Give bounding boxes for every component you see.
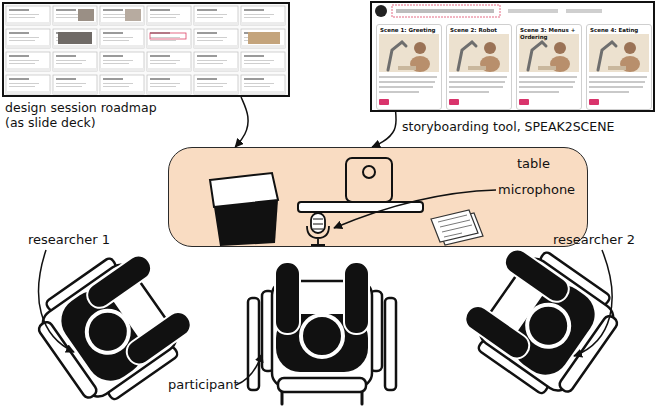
scene-artwork xyxy=(379,34,439,105)
slide-thumbnail xyxy=(241,6,285,25)
slide-thumbnail xyxy=(194,52,238,71)
leader-line xyxy=(39,250,74,352)
leader-line xyxy=(334,190,496,228)
slide-thumbnail xyxy=(53,52,97,71)
node-text: Scene 3: Menus + Ordering xyxy=(520,27,580,40)
storyboard-screenshot: storyboarding tool, SPEAK2SCENEScene 1: … xyxy=(370,1,655,112)
node-text: Scene 2: Robot xyxy=(450,27,510,34)
slide-thumbnail xyxy=(194,75,238,94)
slide-thumbnail xyxy=(241,29,285,48)
slide-photo xyxy=(78,9,94,21)
app-icon xyxy=(375,5,387,17)
paper-sheet xyxy=(431,210,478,242)
node-text: storyboarding tool, SPEAK2SCENE xyxy=(402,119,615,134)
scene-artwork xyxy=(519,34,579,105)
researcher-figure xyxy=(453,234,628,406)
slide-thumbnail xyxy=(241,52,285,71)
slide-thumbnail xyxy=(53,29,97,48)
annotation-label: microphone xyxy=(498,182,575,198)
slide-thumbnail xyxy=(100,29,144,48)
node-text: Scene 4: Eating xyxy=(590,27,650,34)
slide-thumbnail xyxy=(100,52,144,71)
slide-thumbnail xyxy=(6,75,50,94)
wheel xyxy=(385,298,396,390)
scene-card: Scene 2: Robot xyxy=(446,24,512,110)
slide-thumbnail xyxy=(147,52,191,71)
mic-stand xyxy=(307,226,329,245)
slide-highlight xyxy=(150,33,186,39)
scene-card: Scene 1: Greeting xyxy=(376,24,442,110)
tab-text-bar xyxy=(396,9,494,13)
slide-deck-screenshot: design session roadmap (as slide deck) xyxy=(2,2,290,97)
slide-thumbnail xyxy=(100,75,144,94)
tab-text-bar xyxy=(566,9,602,13)
connector-arrow xyxy=(235,97,248,147)
monitor-camera xyxy=(363,166,375,178)
node-text: design session roadmap (as slide deck) xyxy=(5,100,170,130)
node-text: Scene 1: Greeting xyxy=(380,27,440,34)
slide-thumbnail xyxy=(147,29,191,48)
participant-figure xyxy=(262,262,382,392)
annotation-label: participant xyxy=(168,377,239,393)
slide-thumbnail xyxy=(100,6,144,25)
annotation-label: researcher 2 xyxy=(553,232,635,248)
screenshot-backdrop xyxy=(372,3,653,110)
slide-thumbnail xyxy=(147,75,191,94)
scene-artwork xyxy=(589,34,649,105)
mic-grille xyxy=(313,219,323,229)
connector-group xyxy=(235,97,396,147)
tab-text-bar xyxy=(508,9,558,13)
paper-lines xyxy=(438,215,472,237)
node-text: table xyxy=(517,156,550,172)
mic-capsule xyxy=(311,213,325,233)
screenshot-backdrop xyxy=(2,2,290,97)
microphone-icon xyxy=(307,213,329,245)
storyboard-tab xyxy=(392,5,500,17)
slide-thumbnail xyxy=(53,75,97,94)
slide-photo xyxy=(125,9,141,21)
slide-thumbnail xyxy=(194,29,238,48)
paper-stack xyxy=(431,210,483,245)
leader-line xyxy=(236,354,262,385)
slide-thumbnail xyxy=(6,29,50,48)
scene-card: Scene 4: Eating xyxy=(586,24,652,110)
laptop-icon xyxy=(210,173,278,246)
slide-photo xyxy=(248,32,280,44)
slide-thumbnail xyxy=(53,6,97,25)
slide-thumbnail xyxy=(241,75,285,94)
wheelchair-figure xyxy=(248,262,396,404)
slide-thumbnail xyxy=(6,52,50,71)
laptop-screen xyxy=(214,200,278,246)
leader-line xyxy=(574,250,612,356)
annotation-label: researcher 1 xyxy=(28,232,110,248)
monitor-stand xyxy=(346,158,392,202)
scene-card: Scene 3: Menus + Ordering xyxy=(516,24,582,110)
slide-thumbnail xyxy=(194,6,238,25)
connector-arrow xyxy=(372,112,396,147)
slide-thumbnail xyxy=(6,6,50,25)
slide-thumbnail xyxy=(147,6,191,25)
push-handle xyxy=(282,392,362,404)
scene-artwork xyxy=(449,34,509,105)
slide-photo xyxy=(58,32,92,44)
